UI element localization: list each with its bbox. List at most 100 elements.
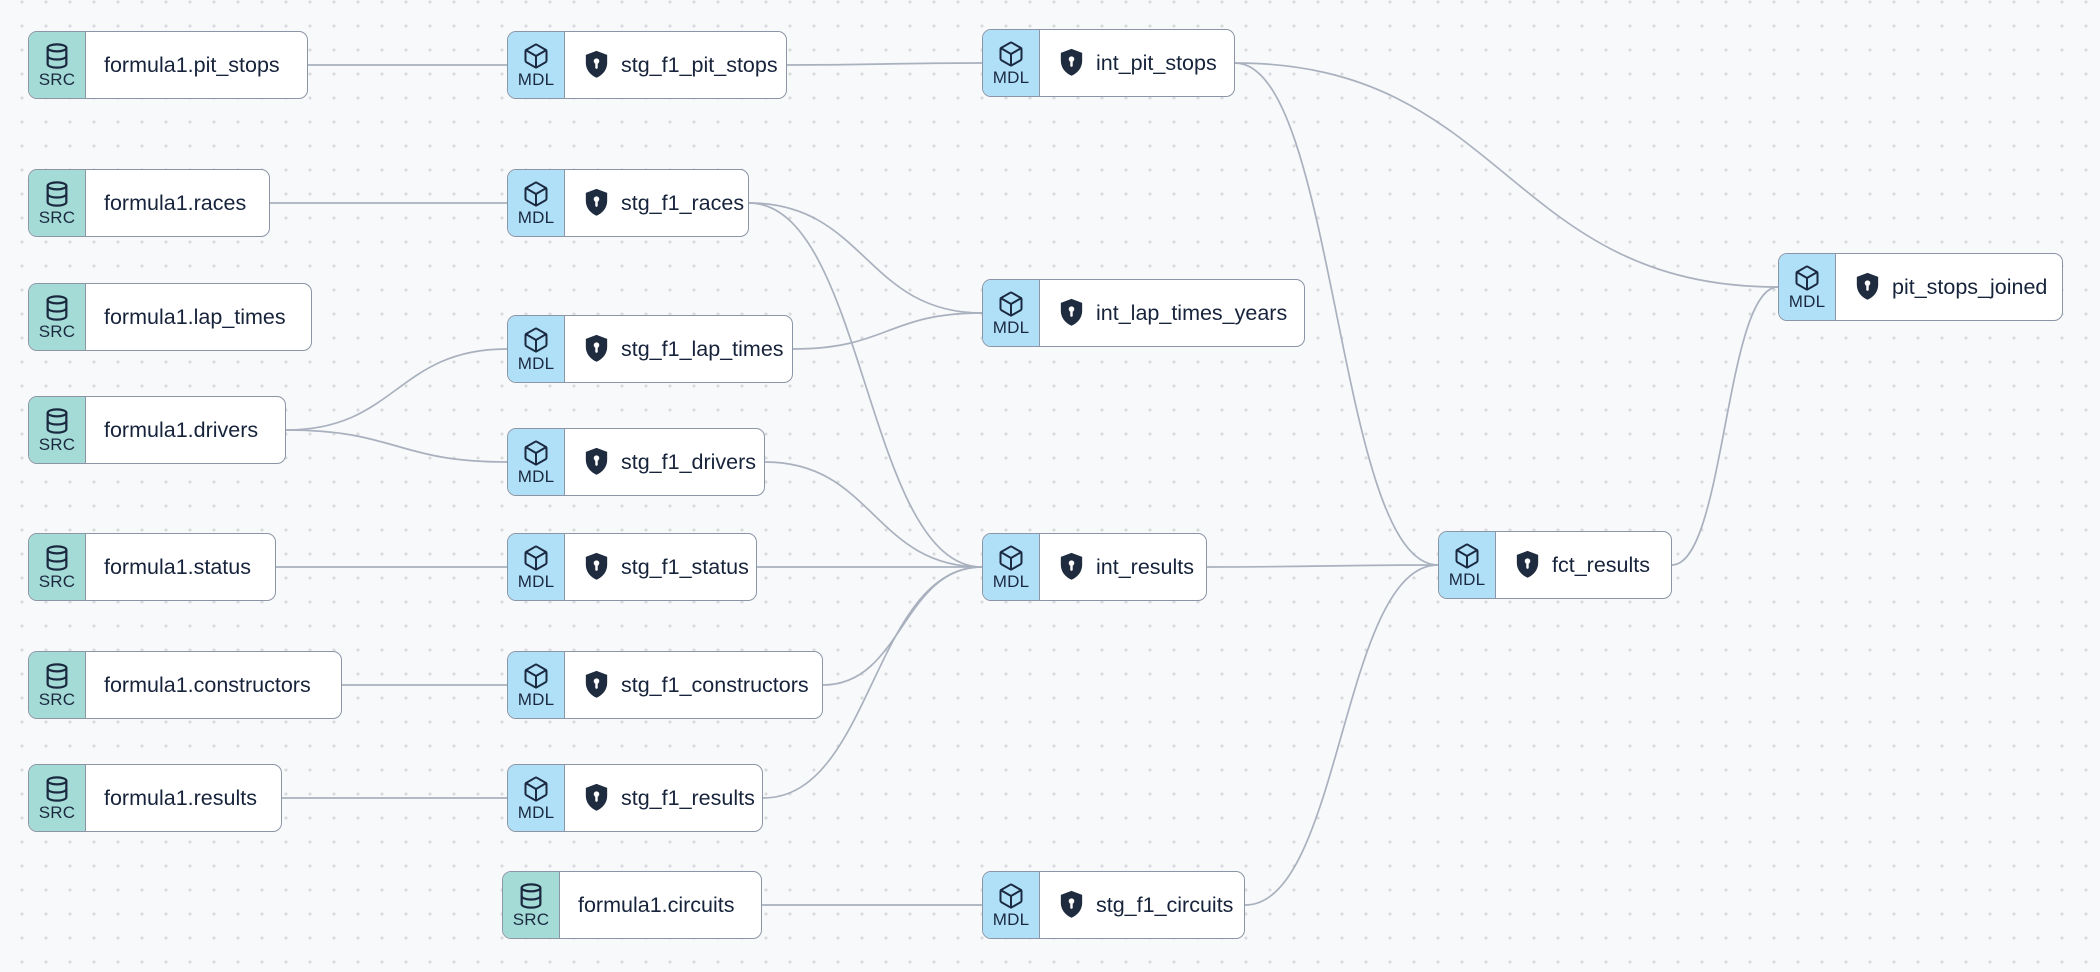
lineage-node-stg-f1-drivers[interactable]: MDL stg_f1_drivers (507, 428, 765, 496)
node-label: stg_f1_drivers (621, 449, 757, 474)
cube-icon (1455, 543, 1479, 569)
node-body: stg_f1_constructors (565, 652, 822, 718)
shield-icon-wrap (583, 334, 610, 364)
shield-icon-wrap (583, 783, 610, 813)
shield-icon (585, 552, 608, 580)
cube-icon (524, 327, 548, 353)
shield-icon (585, 447, 608, 475)
source-badge: SRC (503, 872, 560, 938)
shield-icon (1516, 550, 1539, 578)
edge-stg_pit_stops-to-int_pit_stops (786, 62, 983, 66)
badge-label: MDL (992, 67, 1030, 87)
node-label: formula1.results (104, 785, 257, 810)
model-badge: MDL (508, 316, 565, 382)
lineage-node-formula1-drivers[interactable]: SRC formula1.drivers (28, 396, 286, 464)
database-icon (520, 882, 542, 909)
node-body: stg_f1_lap_times (565, 316, 792, 382)
lineage-node-stg-f1-pit-stops[interactable]: MDL stg_f1_pit_stops (507, 31, 787, 99)
badge-label: SRC (38, 689, 76, 709)
badge-label: MDL (517, 689, 555, 709)
node-body: pit_stops_joined (1836, 254, 2062, 320)
shield-icon-wrap (1854, 272, 1881, 302)
lineage-node-formula1-pit-stops[interactable]: SRC formula1.pit_stops (28, 31, 308, 99)
badge-label: SRC (512, 909, 550, 929)
cube-icon (1795, 265, 1819, 291)
source-badge: SRC (29, 170, 86, 236)
model-badge: MDL (983, 534, 1040, 600)
shield-icon (585, 50, 608, 78)
lineage-node-stg-f1-constructors[interactable]: MDL stg_f1_constructors (507, 651, 823, 719)
node-label: stg_f1_lap_times (621, 336, 784, 361)
cube-icon (524, 545, 548, 571)
shield-icon-wrap (1058, 890, 1085, 920)
edge-src_drivers-to-stg_drivers (285, 429, 508, 463)
node-label: formula1.drivers (104, 417, 259, 442)
badge-label: SRC (38, 207, 76, 227)
cube-icon (999, 291, 1023, 317)
edge-stg_drivers-to-int_results (764, 461, 983, 568)
shield-icon-wrap (583, 552, 610, 582)
badge-label: MDL (992, 317, 1030, 337)
shield-icon (585, 783, 608, 811)
model-badge: MDL (983, 872, 1040, 938)
node-label: stg_f1_constructors (621, 672, 809, 697)
node-label: stg_f1_pit_stops (621, 52, 778, 77)
badge-label: SRC (38, 69, 76, 89)
shield-icon-wrap (583, 447, 610, 477)
model-badge: MDL (1439, 532, 1496, 598)
lineage-node-pit-stops-joined[interactable]: MDL pit_stops_joined (1778, 253, 2063, 321)
lineage-node-int-pit-stops[interactable]: MDL int_pit_stops (982, 29, 1235, 97)
node-body: int_lap_times_years (1040, 280, 1304, 346)
node-body: formula1.drivers (86, 397, 276, 463)
node-label: fct_results (1552, 552, 1650, 577)
shield-icon (1060, 552, 1083, 580)
lineage-node-stg-f1-lap-times[interactable]: MDL stg_f1_lap_times (507, 315, 793, 383)
node-label: formula1.circuits (578, 892, 735, 917)
badge-label: MDL (1788, 291, 1826, 311)
badge-label: MDL (992, 909, 1030, 929)
node-body: int_pit_stops (1040, 30, 1234, 96)
model-badge: MDL (508, 765, 565, 831)
database-icon (46, 544, 68, 571)
badge-label: MDL (517, 802, 555, 822)
edge-stg_constructors-to-int_results (822, 566, 983, 686)
badge-label: MDL (517, 571, 555, 591)
badge-label: MDL (992, 571, 1030, 591)
badge-label: MDL (517, 466, 555, 486)
lineage-node-fct-results[interactable]: MDL fct_results (1438, 531, 1672, 599)
badge-label: MDL (1448, 569, 1486, 589)
model-badge: MDL (508, 429, 565, 495)
database-icon (46, 775, 68, 802)
database-icon (46, 294, 68, 321)
node-label: formula1.races (104, 190, 247, 215)
database-icon (46, 407, 68, 434)
node-label: int_lap_times_years (1096, 300, 1288, 325)
model-badge: MDL (508, 32, 565, 98)
lineage-node-formula1-results[interactable]: SRC formula1.results (28, 764, 282, 832)
cube-icon (524, 663, 548, 689)
shield-icon (1856, 272, 1879, 300)
edge-int_results-to-fct_results (1206, 564, 1439, 568)
node-body: formula1.pit_stops (86, 32, 298, 98)
node-body: stg_f1_pit_stops (565, 32, 786, 98)
badge-label: SRC (38, 434, 76, 454)
lineage-node-formula1-circuits[interactable]: SRC formula1.circuits (502, 871, 762, 939)
badge-label: SRC (38, 802, 76, 822)
model-badge: MDL (1779, 254, 1836, 320)
node-body: fct_results (1496, 532, 1668, 598)
edge-fct_results-to-pit_stops_joined (1671, 286, 1779, 566)
shield-icon (1060, 298, 1083, 326)
badge-label: MDL (517, 207, 555, 227)
node-label: int_pit_stops (1096, 50, 1217, 75)
lineage-node-formula1-races[interactable]: SRC formula1.races (28, 169, 270, 237)
lineage-node-int-lap-times-years[interactable]: MDL int_lap_times_years (982, 279, 1305, 347)
